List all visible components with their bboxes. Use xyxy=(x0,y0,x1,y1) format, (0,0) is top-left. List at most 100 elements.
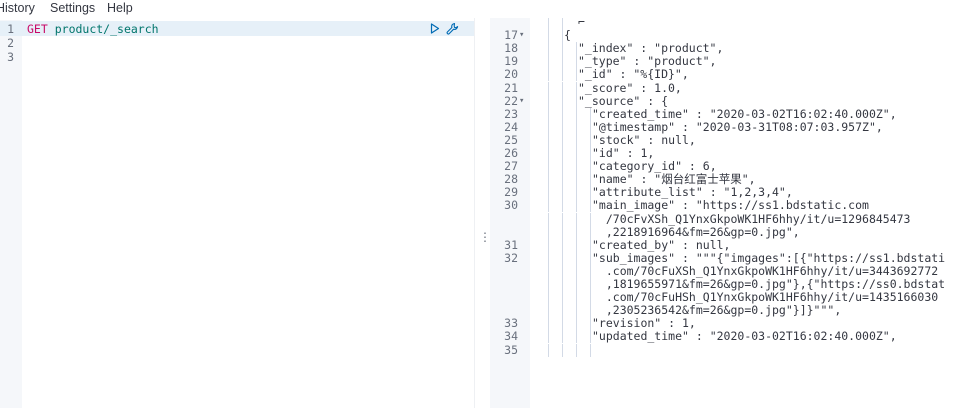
indent-guide xyxy=(590,304,591,318)
response-line: 29"attribute_list" : "1,2,3,4", xyxy=(490,185,955,200)
indent-guide xyxy=(576,147,577,160)
menu-settings[interactable]: Settings xyxy=(50,1,96,15)
response-line-number: 17 xyxy=(504,28,518,43)
indent-guide xyxy=(562,42,563,56)
indent-guide xyxy=(548,107,549,121)
request-actions xyxy=(430,21,460,36)
response-code-text: "_source" : { xyxy=(578,93,669,108)
response-line: 27"category_id" : 6, xyxy=(490,160,955,174)
indent-guide xyxy=(576,173,577,187)
response-code-text: "_index" : "product", xyxy=(578,41,724,56)
indent-guide xyxy=(576,330,577,344)
menu-history[interactable]: History xyxy=(0,1,35,15)
indent-guide xyxy=(562,238,563,252)
response-line-number: 34 xyxy=(504,329,518,344)
indent-guide xyxy=(562,251,563,265)
menu-help[interactable]: Help xyxy=(107,1,133,15)
response-code-text: "@timestamp" : "2020-03-31T08:07:03.957Z… xyxy=(592,119,883,134)
request-active-line xyxy=(0,21,474,36)
fold-toggle-icon[interactable]: ▾ xyxy=(519,30,525,41)
indent-guide xyxy=(562,68,563,82)
response-line: 30"main_image" : "https://ss1.bdstatic.c… xyxy=(490,198,955,213)
indent-guide xyxy=(548,251,549,265)
indent-guide xyxy=(548,304,549,318)
response-code-text: "updated_time" : "2020-03-02T16:02:40.00… xyxy=(592,329,897,344)
request-method: GET xyxy=(27,22,48,36)
response-line: ⌐ xyxy=(490,18,955,29)
request-line-1[interactable]: GET product/_search xyxy=(27,22,159,36)
response-code-text: "main_image" : "https://ss1.bdstatic.com xyxy=(592,198,869,213)
response-gutter xyxy=(490,18,530,408)
indent-guide xyxy=(590,264,591,278)
indent-guide xyxy=(576,199,577,213)
indent-guide xyxy=(576,186,577,200)
indent-guide xyxy=(548,68,549,82)
response-code-text: ⌐ xyxy=(578,18,585,29)
indent-guide xyxy=(590,278,591,291)
fold-toggle-icon[interactable]: ▾ xyxy=(519,95,525,106)
indent-guide xyxy=(562,199,563,213)
request-line-number: 2 xyxy=(7,36,14,50)
indent-guide xyxy=(548,317,549,331)
resize-grip-icon[interactable]: ⋮ xyxy=(479,230,491,244)
indent-guide xyxy=(590,212,591,226)
response-line: 32"sub_images" : """{"imgages":[{"https:… xyxy=(490,251,955,265)
response-code-text: /70cFvXSh_Q1YnxGkpoWK1HF6hhy/it/u=129684… xyxy=(592,211,911,226)
indent-guide xyxy=(562,225,563,239)
response-line: .com/70cFuHSh_Q1YnxGkpoWK1HF6hhy/it/u=14… xyxy=(490,291,955,305)
indent-guide xyxy=(576,120,577,134)
indent-guide xyxy=(548,29,549,43)
response-line: ,2218916964&fm=26&gp=0.jpg", xyxy=(490,224,955,239)
response-line: 35 xyxy=(490,342,955,357)
response-line: 20"_id" : "%{ID}", xyxy=(490,67,955,82)
response-line: 31"created_by" : null, xyxy=(490,238,955,252)
indent-guide xyxy=(590,225,591,239)
wrench-icon[interactable] xyxy=(446,22,460,35)
indent-guide xyxy=(590,107,591,121)
response-code-text: "_id" : "%{ID}", xyxy=(578,67,689,82)
indent-guide xyxy=(576,238,577,252)
response-line: 19 "_type" : "product", xyxy=(490,54,955,69)
response-line-number: 25 xyxy=(504,132,518,147)
response-line: 21"_score" : 1.0, xyxy=(490,80,955,95)
play-icon[interactable] xyxy=(430,23,440,34)
indent-guide xyxy=(576,251,577,265)
indent-guide xyxy=(548,18,549,29)
response-line: 24"@timestamp" : "2020-03-31T08:07:03.95… xyxy=(490,119,955,134)
response-line-number: 35 xyxy=(504,342,518,357)
indent-guide xyxy=(562,81,563,95)
indent-guide xyxy=(576,317,577,331)
indent-guide xyxy=(548,199,549,213)
indent-guide xyxy=(576,343,577,357)
response-code-text: "_type" : "product", xyxy=(578,54,717,69)
response-code-text: "stock" : null, xyxy=(592,132,696,147)
indent-guide xyxy=(576,107,577,121)
response-line: 23"created_time" : "2020-03-02T16:02:40.… xyxy=(490,107,955,121)
indent-guide xyxy=(576,133,577,147)
response-code-text: "attribute_list" : "1,2,3,4", xyxy=(592,185,793,200)
response-code-text: "revision" : 1, xyxy=(592,316,696,331)
response-code-text: "id" : 1, xyxy=(592,146,655,160)
indent-guide xyxy=(548,212,549,226)
indent-guide xyxy=(562,264,563,278)
response-line-number: 26 xyxy=(504,146,518,160)
response-line: ,2305236542&fm=26&gp=0.jpg"}]}""", xyxy=(490,304,955,318)
response-line-number: 19 xyxy=(504,54,518,69)
indent-guide xyxy=(548,173,549,187)
response-code-text: ,2218916964&fm=26&gp=0.jpg", xyxy=(592,224,800,239)
indent-guide xyxy=(548,225,549,239)
response-line-number: 33 xyxy=(504,316,518,331)
indent-guide xyxy=(590,160,591,174)
indent-guide xyxy=(548,120,549,134)
indent-guide xyxy=(562,330,563,344)
indent-guide xyxy=(548,81,549,95)
request-line-number: 3 xyxy=(7,50,14,64)
response-line: 18"_index" : "product", xyxy=(490,41,955,56)
indent-guide xyxy=(562,304,563,318)
indent-guide xyxy=(548,264,549,278)
panel-resizer[interactable]: ⋮ xyxy=(474,18,491,408)
response-line: 33 "revision" : 1, xyxy=(490,316,955,331)
response-line-number: 21 xyxy=(504,80,518,95)
indent-guide xyxy=(562,18,563,29)
request-editor[interactable]: 1 2 3 GET product/_search xyxy=(0,20,474,408)
